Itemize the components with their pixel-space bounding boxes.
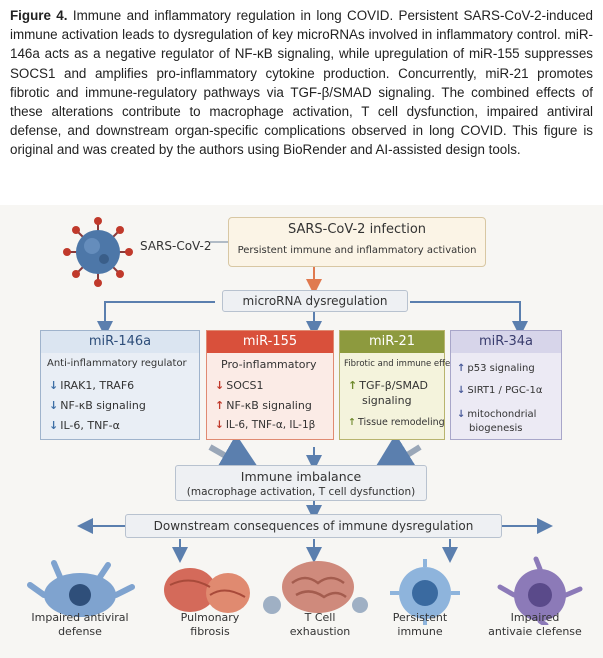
outcome-line: Persistent [392,611,448,624]
up-arrow-icon: ↑ [215,399,225,412]
mirna-subtitle: Anti-inflammatory regulator [47,358,187,369]
caption-label: Figure 4. [10,8,68,23]
outcome-line: Impaired antiviral [31,611,129,624]
down-arrow-icon: ↓ [457,385,466,396]
down-arrow-icon: ↓ [215,419,224,431]
mirna-target: NF-κB signaling [60,399,146,412]
infection-title: SARS-CoV-2 infection [287,222,427,237]
mirna-target: TGF-β/SMAD [359,379,428,392]
mirna-name: miR-34a [451,331,561,353]
lung-icon [164,568,250,613]
up-arrow-icon: ↑ [348,379,358,392]
down-arrow-icon: ↓ [215,379,225,392]
down-arrow-icon: ↓ [49,399,59,412]
outcome-line: fibrosis [190,625,230,638]
downstream-label: Downstream consequences of immune dysreg… [153,519,474,533]
virus-icon [63,217,133,287]
mirna-target: SIRT1 / PGC-1α [467,385,543,396]
mirna-card-34a: miR-34a ↑p53 signaling ↓SIRT1 / PGC-1α ↓… [450,330,562,440]
brain-icon [263,561,368,614]
mirna-target: IL-6, TNF-α, IL-1β [225,419,316,431]
outcome-line: defense [58,625,102,638]
outcome-line: exhaustion [289,625,351,638]
infection-subtitle: Persistent immune and inflammatory activ… [237,245,477,256]
mirna-subtitle: Fibrotic and immune effects [344,359,463,369]
outcome-line: Impaired [510,611,560,624]
mirna-target: SOCS1 [226,379,264,392]
mirna-target: IRAK1, TRAF6 [60,379,135,392]
figure-illustration: SARS-CoV-2 SARS-CoV-2 infection Persiste… [0,205,603,658]
mirna-card-21: miR-21 Fibrotic and immune effects ↑TGF-… [339,330,463,440]
figure-caption: Figure 4. Immune and inflammatory regula… [10,6,593,160]
immune-cell-icon [390,559,460,625]
down-arrow-icon: ↓ [49,379,59,392]
mirna-card-155: miR-155 Pro-inflammatory ↓SOCS1 ↑NF-κB s… [206,330,334,440]
outcome-line: immune [397,625,443,638]
imbalance-box: Immune imbalance (macrophage activation,… [175,465,427,501]
mirna-subtitle: Pro-inflammatory [221,358,317,371]
mirna-target: IL-6, TNF-α [60,419,120,432]
imbalance-title: Immune imbalance [240,469,362,484]
mirna-name: miR-146a [41,331,199,353]
imbalance-subtitle: (macrophage activation, T cell dysfuncti… [186,486,416,498]
mirna-target: mitochondrial [467,409,537,420]
virus-cell-icon [497,556,583,625]
dysregulation-box: microRNA dysregulation [222,290,408,312]
caption-text: Immune and inflammatory regulation in lo… [10,8,593,158]
mirna-name: miR-155 [207,331,333,353]
down-arrow-icon: ↓ [457,409,466,420]
outcome-line: T Cell [304,611,336,624]
connector-arrows [77,241,553,563]
outcome-illustrations [27,556,583,625]
virus-label: SARS-CoV-2 [140,239,212,253]
mirna-target: Tissue remodeling [357,417,445,428]
down-arrow-icon: ↓ [49,419,59,432]
outcome-line: Pulmonary [180,611,240,624]
downstream-box: Downstream consequences of immune dysreg… [125,514,502,538]
mirna-target: biogenesis [469,423,523,434]
infection-box: SARS-CoV-2 infection Persistent immune a… [228,217,486,267]
macrophage-icon [27,560,135,617]
mirna-target: signaling [362,394,412,407]
up-arrow-icon: ↑ [348,417,356,428]
mirna-target: NF-κB signaling [226,399,312,412]
up-arrow-icon: ↑ [457,363,466,374]
dysregulation-label: microRNA dysregulation [242,294,388,308]
outcome-line: antivaie clefense [488,625,582,638]
mirna-name: miR-21 [340,331,444,353]
mirna-card-146a: miR-146a Anti-inflammatory regulator ↓IR… [40,330,200,440]
mirna-target: p53 signaling [467,363,535,374]
